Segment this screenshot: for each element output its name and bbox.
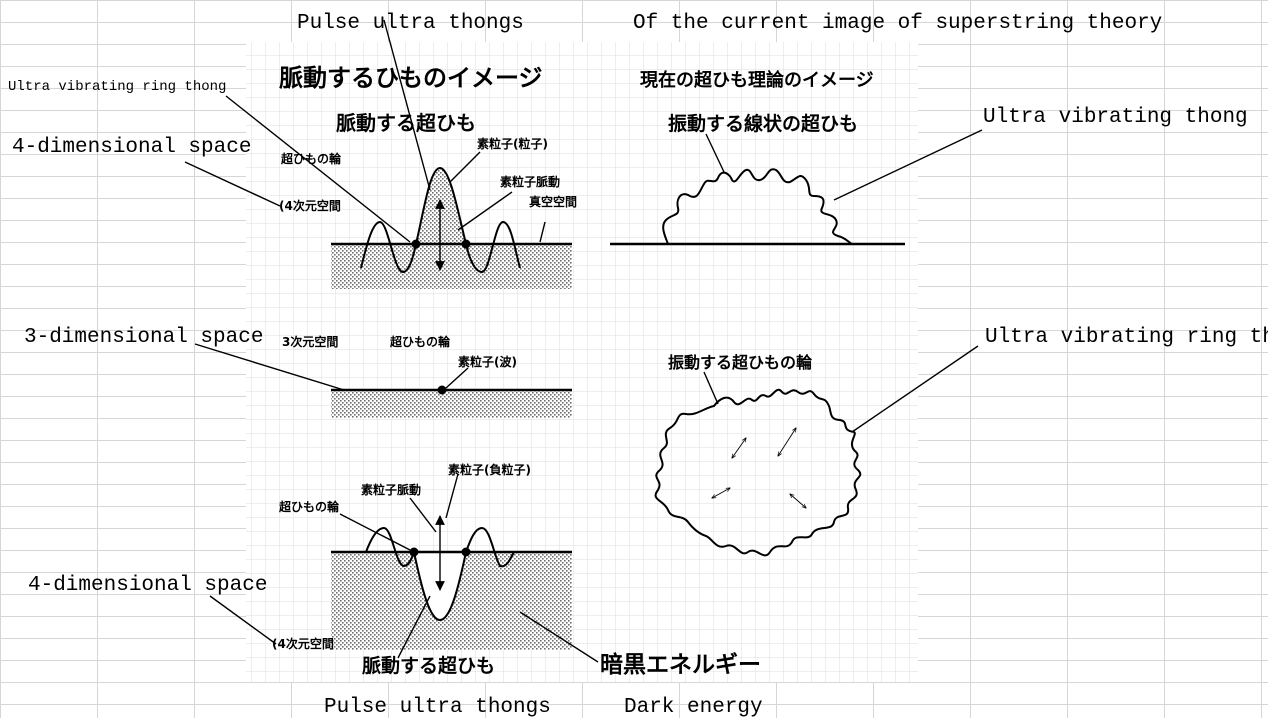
string-node-left	[411, 239, 421, 249]
string-node-right	[461, 239, 471, 249]
leader-pulse-label-top	[457, 191, 513, 231]
label-pulsing-superstring: 脈動する超ひも	[336, 111, 476, 135]
ring-arrow-1	[732, 438, 746, 458]
label-dim4-bottom: 4-dimensional space	[28, 574, 267, 597]
leader-dim3	[194, 343, 345, 391]
leader-pulse-bottom	[397, 595, 431, 659]
ring-arrow-4	[790, 494, 806, 508]
title-pulse-image: 脈動するひものイメージ	[279, 64, 543, 92]
label-pulsing-superstring-bottom: 脈動する超ひも	[362, 654, 495, 677]
label-antiparticle: 素粒子(負粒子)	[448, 462, 531, 477]
leader-ring-bottom	[339, 513, 411, 551]
label-dark-energy: Dark energy	[624, 696, 763, 718]
label-thong-right: Ultra vibrating thong	[983, 106, 1248, 129]
label-vacuum-space: 真空空間	[529, 194, 577, 209]
label-pulse-bottom: Pulse ultra thongs	[324, 696, 551, 718]
label-ring-left: Ultra vibrating ring thong	[8, 79, 226, 95]
label-ring-mid: 超ひもの輪	[389, 334, 451, 349]
label-ring-bottom: 超ひもの輪	[278, 499, 340, 514]
ring-arrow-2	[778, 428, 796, 456]
dark-energy-fill-top	[331, 244, 572, 289]
label-vibrating-linear: 振動する線状の超ひも	[668, 112, 858, 135]
leader-particle-wave	[445, 367, 469, 389]
label-current-image: Of the current image of superstring theo…	[633, 12, 1162, 35]
leader-vacuum	[539, 221, 546, 243]
label-space-4d-bottom: (4次元空間	[272, 636, 334, 651]
leader-ring-left	[225, 95, 411, 243]
label-ring-right: Ultra vibrating ring thong	[985, 326, 1268, 349]
vibrating-string-arc	[662, 168, 853, 245]
title-current-image: 現在の超ひも理論のイメージ	[640, 69, 874, 91]
dark-energy-fill-mid	[331, 390, 572, 418]
ring-arrow-3	[712, 488, 730, 498]
string-node-bottom-right	[461, 547, 471, 557]
label-particle-pulse-top: 素粒子脈動	[500, 174, 560, 189]
leader-particle-top	[449, 151, 481, 183]
label-space-3d: 3次元空間	[282, 334, 338, 349]
pulse-wave-bottom	[365, 526, 515, 622]
leader-ring-title	[703, 371, 719, 405]
label-ring-top: 超ひもの輪	[280, 151, 342, 166]
label-dark-energy-jp: 暗黒エネルギー	[600, 651, 761, 678]
label-pulse-top: Pulse ultra thongs	[297, 12, 524, 35]
leader-dim4-top	[184, 161, 281, 207]
leader-ring-right	[851, 345, 979, 433]
leader-thong-right	[833, 129, 983, 201]
label-particle-wave: 素粒子(波)	[458, 354, 517, 369]
particle-wave-node	[437, 385, 447, 395]
leader-pulse-top	[383, 19, 431, 191]
leader-particle-pulse-bottom	[409, 497, 437, 533]
leader-dark-energy	[519, 611, 599, 663]
label-space-4d-top: (4次元空間	[279, 198, 341, 213]
label-dim3: 3-dimensional space	[24, 326, 263, 349]
label-vibrating-ring: 振動する超ひもの輪	[668, 353, 813, 372]
string-node-bottom-left	[409, 547, 419, 557]
label-particle-pulse-bottom: 素粒子脈動	[361, 482, 421, 497]
leader-dim4-bottom	[209, 595, 277, 645]
label-particle-top: 素粒子(粒子)	[477, 136, 548, 151]
label-dim4-top: 4-dimensional space	[12, 136, 251, 159]
leader-vibrating-title	[705, 133, 725, 173]
vibrating-ring	[654, 388, 862, 557]
leader-antiparticle	[445, 473, 459, 519]
pulse-wave-top	[360, 166, 521, 274]
